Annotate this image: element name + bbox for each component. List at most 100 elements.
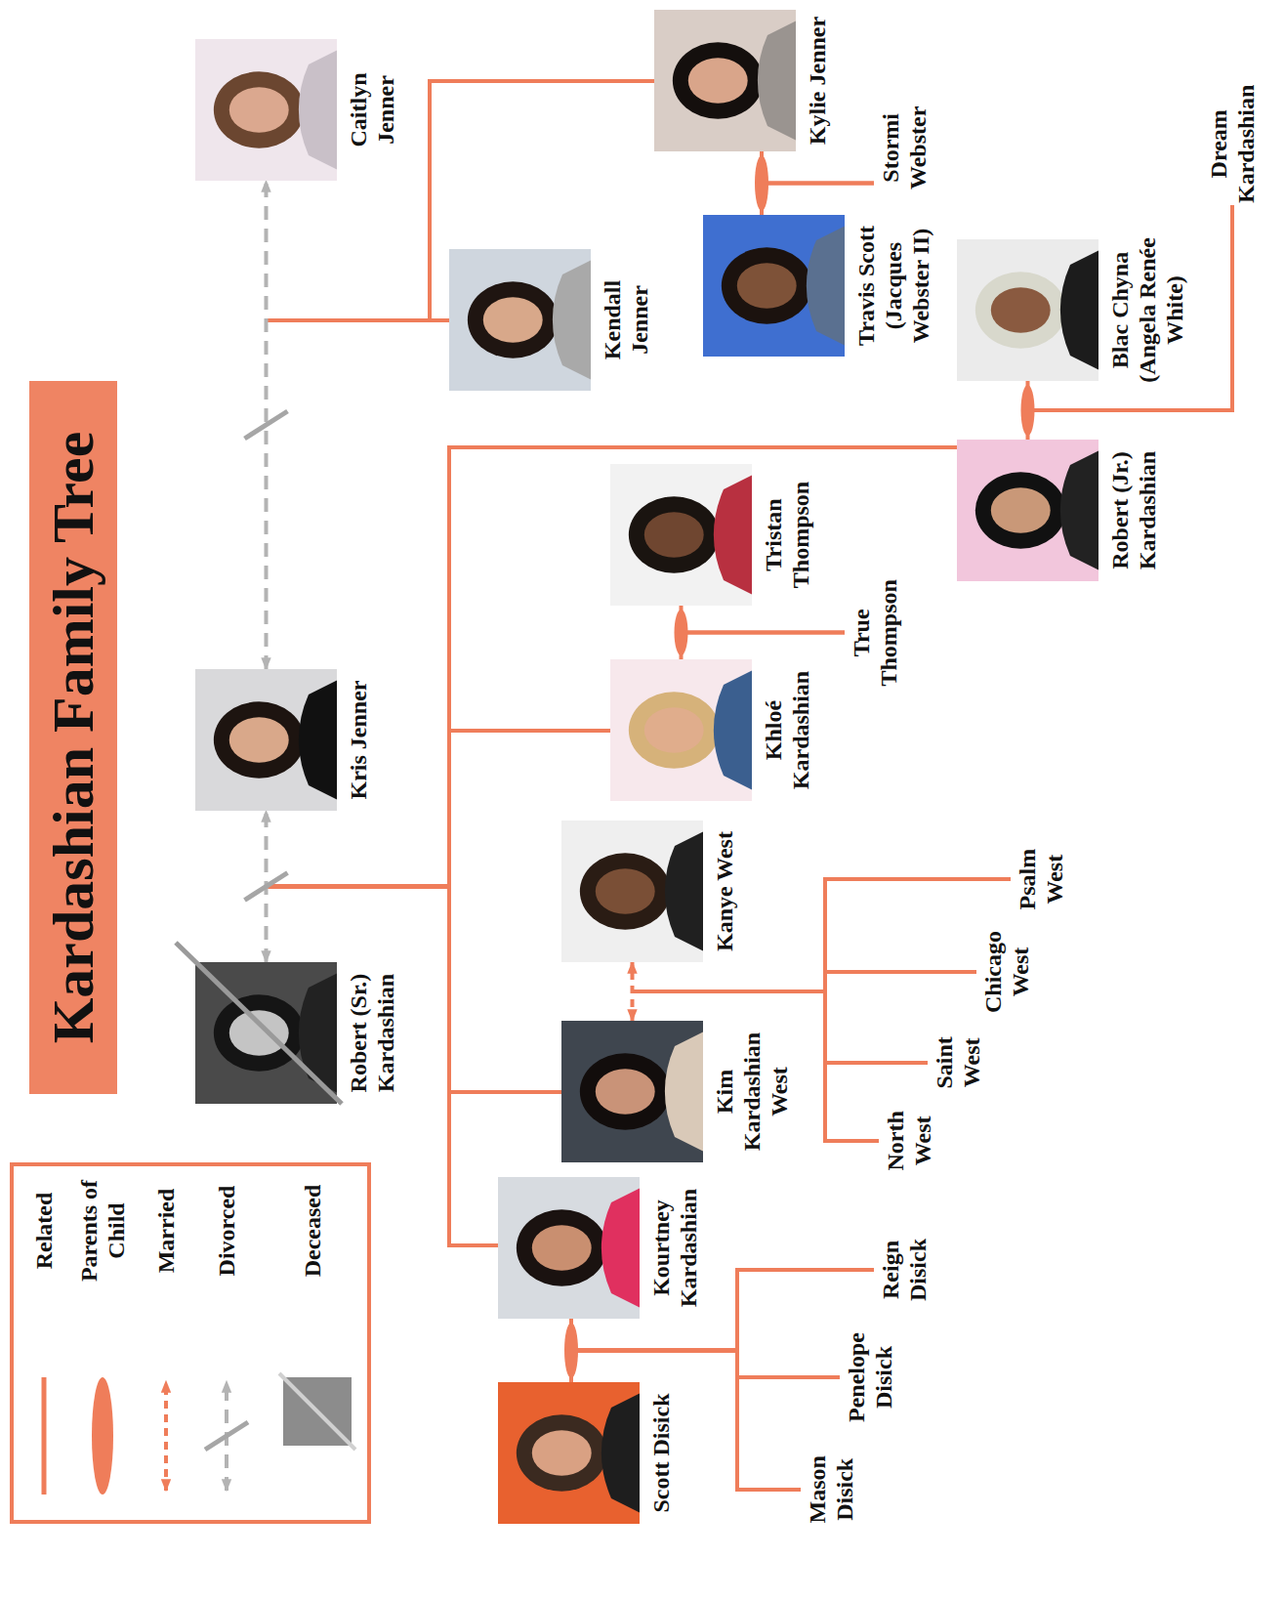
child-name: Penelope Disick bbox=[839, 1329, 901, 1424]
shoulders bbox=[757, 21, 796, 141]
person-name: Caitlyn Jenner bbox=[344, 39, 400, 181]
face bbox=[644, 511, 705, 557]
person-name: Kourtney Kardashian bbox=[647, 1176, 703, 1319]
child-name: Saint West bbox=[927, 1034, 989, 1090]
portrait-photo bbox=[654, 9, 796, 152]
hair bbox=[213, 701, 305, 778]
person-card: Tristan Thompson bbox=[610, 463, 815, 606]
photo-ground bbox=[610, 463, 752, 606]
person-name: North West bbox=[878, 1108, 940, 1172]
person-name: Kanye West bbox=[710, 820, 739, 962]
person-name: Mason Disick bbox=[800, 1452, 862, 1525]
person-name: Scott Disick bbox=[647, 1381, 675, 1524]
shoulders bbox=[601, 1393, 640, 1513]
parents-lens bbox=[1021, 384, 1036, 436]
photo-ground bbox=[449, 248, 591, 391]
child-name: Reign Disick bbox=[873, 1236, 935, 1303]
portrait-photo bbox=[449, 248, 591, 391]
descent-line bbox=[266, 320, 451, 669]
shoulders bbox=[664, 1032, 704, 1152]
divorce-slash bbox=[245, 411, 289, 439]
descent-line bbox=[681, 605, 846, 633]
person-name: Stormi Webster bbox=[873, 104, 935, 192]
person-name: Tristan Thompson bbox=[759, 463, 815, 606]
face bbox=[229, 716, 290, 762]
shoulders bbox=[298, 50, 337, 170]
person-name: Robert (Sr.) Kardashian bbox=[344, 961, 400, 1104]
person-name: Dream Kardashian bbox=[1202, 82, 1263, 206]
portrait-photo bbox=[195, 668, 337, 811]
face bbox=[532, 1224, 592, 1270]
deceased-slash bbox=[175, 942, 342, 1104]
person-card: Kris Jenner bbox=[195, 668, 373, 811]
portrait-photo bbox=[956, 439, 1099, 581]
child-name: Mason Disick bbox=[800, 1452, 862, 1525]
portrait-photo bbox=[610, 659, 752, 801]
legend-label: Married bbox=[152, 1171, 180, 1289]
hair bbox=[721, 247, 813, 324]
portrait-photo bbox=[956, 239, 1099, 381]
portrait-photo bbox=[703, 214, 845, 357]
face bbox=[595, 868, 656, 913]
photo-ground bbox=[195, 668, 337, 811]
related-sample bbox=[41, 1376, 47, 1494]
descent-line bbox=[266, 447, 958, 962]
person-name: Robert (Jr.) Kardashian bbox=[1106, 439, 1161, 581]
person-card: Caitlyn Jenner bbox=[195, 39, 400, 181]
person-card: Kim Kardashian West bbox=[561, 1020, 793, 1162]
descent-line bbox=[761, 151, 874, 184]
legend-label: Divorced bbox=[212, 1171, 241, 1289]
hair bbox=[628, 691, 720, 768]
person-card: Blac Chyna (Angela Renée White) bbox=[956, 239, 1189, 381]
portrait-photo bbox=[195, 39, 337, 181]
shoulders bbox=[298, 973, 337, 1093]
face bbox=[991, 287, 1051, 332]
hair bbox=[975, 271, 1067, 348]
portrait-photo bbox=[195, 961, 337, 1104]
hair bbox=[628, 496, 720, 573]
descent-line bbox=[266, 810, 499, 1245]
child-name: Chicago West bbox=[976, 928, 1037, 1015]
person-name: Blac Chyna (Angela Renée White) bbox=[1106, 227, 1189, 394]
shoulders bbox=[713, 475, 752, 595]
person-name: Kylie Jenner bbox=[803, 9, 831, 152]
legend-label: Related bbox=[30, 1171, 58, 1289]
shoulders bbox=[298, 680, 337, 800]
hair bbox=[467, 281, 559, 358]
child-name: North West bbox=[878, 1108, 940, 1172]
legend-box: RelatedParents of ChildMarriedDivorcedDe… bbox=[9, 1161, 372, 1524]
photo-ground bbox=[497, 1176, 640, 1319]
person-name: Khloé Kardashian bbox=[759, 659, 815, 801]
diagram-title: Kardashian Family Tree bbox=[43, 431, 103, 1044]
face bbox=[532, 1429, 592, 1475]
photo-ground bbox=[654, 9, 796, 152]
photo-ground bbox=[956, 439, 1099, 581]
face bbox=[737, 262, 797, 308]
parents-lens bbox=[754, 155, 769, 211]
face bbox=[595, 1068, 656, 1114]
shoulders bbox=[1060, 451, 1099, 571]
child-name: True Thompson bbox=[844, 577, 906, 688]
parents-lens bbox=[674, 609, 689, 656]
hair bbox=[213, 71, 305, 148]
face bbox=[483, 296, 543, 342]
face bbox=[229, 86, 290, 132]
portrait-photo bbox=[497, 1381, 640, 1524]
person-name: Kendall Jenner bbox=[598, 248, 654, 391]
shoulders bbox=[713, 670, 752, 790]
portrait-photo bbox=[561, 820, 704, 962]
descent-line bbox=[632, 971, 978, 1021]
person-name: Saint West bbox=[927, 1034, 989, 1090]
face bbox=[644, 706, 705, 752]
hair bbox=[672, 41, 764, 119]
person-name: Kim Kardashian West bbox=[710, 1020, 793, 1162]
descent-line bbox=[266, 180, 451, 321]
divorce-slash bbox=[205, 1421, 249, 1450]
face bbox=[229, 1009, 290, 1055]
descent-line bbox=[266, 810, 563, 1092]
photo-ground bbox=[703, 214, 845, 357]
person-name: Chicago West bbox=[976, 928, 1037, 1015]
portrait-photo bbox=[497, 1176, 640, 1319]
person-card: Khloé Kardashian bbox=[610, 659, 815, 801]
